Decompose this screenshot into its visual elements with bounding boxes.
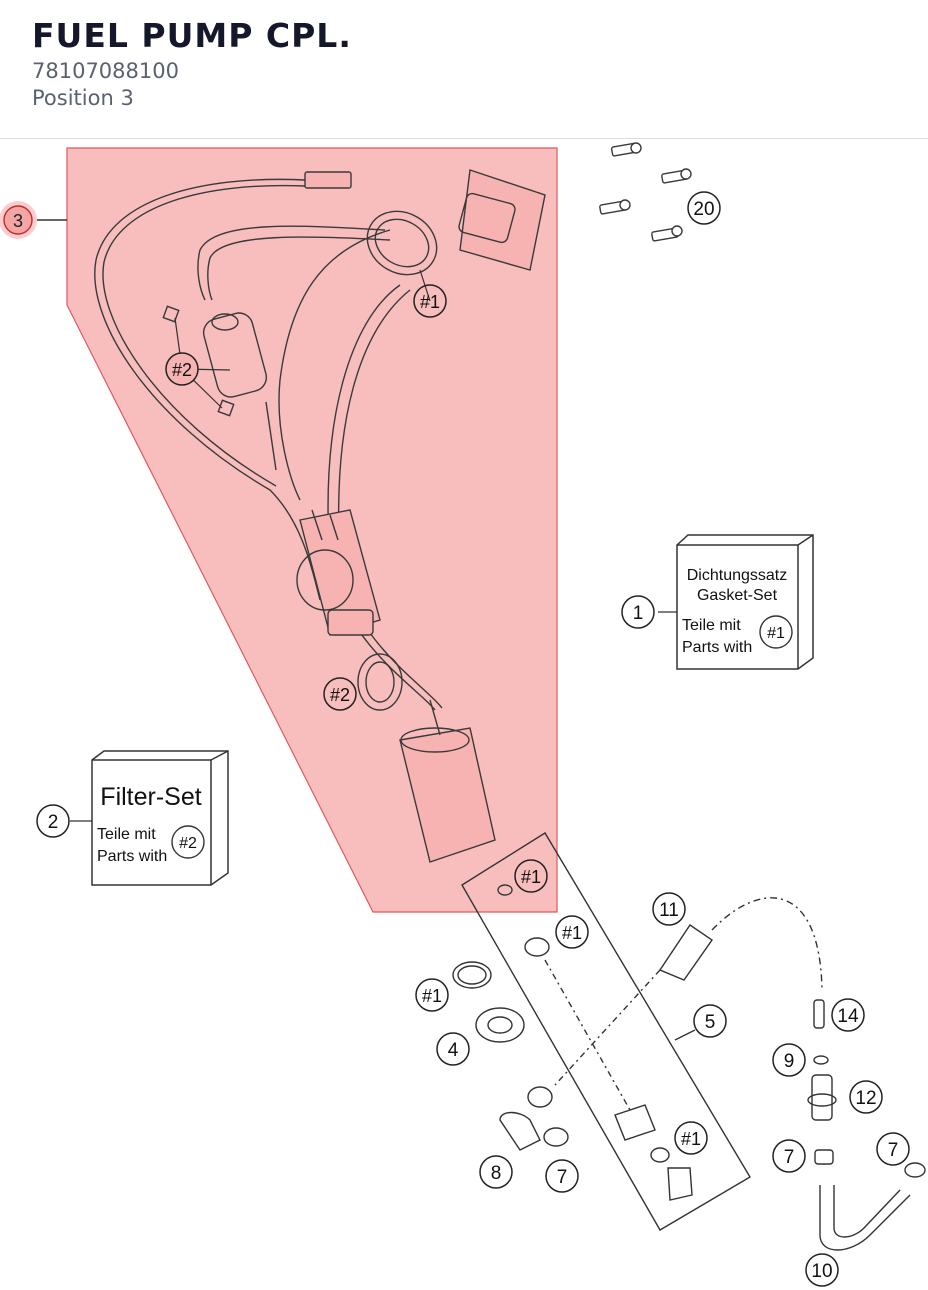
callout-h1-bracket[interactable]: #1 — [555, 915, 589, 949]
callout-h1-lower[interactable]: #1 — [514, 859, 548, 893]
svg-text:20: 20 — [693, 199, 714, 220]
callout-h1-seal[interactable]: #1 — [413, 284, 447, 318]
svg-text:10: 10 — [811, 1261, 832, 1282]
svg-text:#2: #2 — [330, 685, 350, 705]
callout-h2-filter[interactable]: #2 — [165, 352, 199, 386]
callout-3-highlighted[interactable]: 3 — [0, 201, 37, 239]
callout-2[interactable]: 2 — [36, 804, 70, 838]
callout-14[interactable]: 14 — [831, 998, 865, 1032]
svg-text:7: 7 — [888, 1140, 899, 1161]
svg-text:11: 11 — [659, 900, 679, 921]
svg-text:5: 5 — [705, 1012, 716, 1033]
svg-text:#2: #2 — [172, 360, 192, 380]
page-title: FUEL PUMP CPL. — [32, 16, 352, 55]
filter-box-ref: #2 — [179, 835, 197, 852]
svg-text:#1: #1 — [681, 1129, 701, 1149]
gasket-set-box[interactable]: Dichtungssatz Gasket-Set Teile mit Parts… — [676, 534, 814, 670]
gasket-box-line3: Teile mit — [682, 617, 741, 634]
bolts-drawing — [599, 142, 692, 242]
svg-text:4: 4 — [448, 1040, 459, 1061]
callout-9[interactable]: 9 — [772, 1043, 806, 1077]
svg-text:#1: #1 — [562, 923, 582, 943]
svg-text:8: 8 — [491, 1163, 502, 1184]
filter-set-box[interactable]: Filter-Set Teile mit Parts with #2 — [91, 750, 229, 886]
part-number: 78107088100 — [32, 59, 179, 83]
svg-text:14: 14 — [837, 1006, 859, 1027]
right-parts-drawing — [554, 897, 926, 1251]
gasket-box-ref: #1 — [767, 625, 785, 642]
gasket-box-line2: Gasket-Set — [697, 587, 778, 604]
callout-7-left[interactable]: 7 — [545, 1159, 579, 1193]
callout-h1-ring[interactable]: #1 — [415, 978, 449, 1012]
svg-text:3: 3 — [13, 211, 23, 231]
callout-h1-fitting[interactable]: #1 — [674, 1121, 708, 1155]
callout-12[interactable]: 12 — [849, 1080, 883, 1114]
svg-text:#1: #1 — [420, 292, 440, 312]
bracket-panel-drawing — [461, 832, 751, 1231]
filter-box-line2: Teile mit — [97, 826, 156, 843]
lower-left-parts-drawing — [452, 961, 569, 1151]
callout-1[interactable]: 1 — [621, 595, 655, 629]
gasket-box-line4: Parts with — [682, 639, 752, 656]
svg-text:1: 1 — [633, 603, 644, 624]
callout-balloons: 20 #1 #2 #2 #1 #1 #1 4 11 5 14 9 12 7 7 … — [36, 191, 910, 1287]
callout-20[interactable]: 20 — [687, 191, 721, 225]
svg-text:9: 9 — [784, 1051, 795, 1072]
callout-5[interactable]: 5 — [693, 1004, 727, 1038]
svg-text:12: 12 — [855, 1088, 876, 1109]
filter-box-line1: Filter-Set — [100, 783, 201, 811]
callout-4[interactable]: 4 — [436, 1032, 470, 1066]
svg-text:#1: #1 — [521, 867, 541, 887]
page-header: FUEL PUMP CPL. 78107088100 Position 3 — [0, 0, 928, 139]
callout-10[interactable]: 10 — [805, 1253, 839, 1287]
svg-text:#1: #1 — [422, 986, 442, 1006]
callout-h2-strainer[interactable]: #2 — [323, 677, 357, 711]
fuel-pump-parts-drawing — [94, 169, 546, 896]
callout-8[interactable]: 8 — [479, 1155, 513, 1189]
callout-11[interactable]: 11 — [652, 892, 686, 926]
svg-text:7: 7 — [784, 1147, 795, 1168]
position-label: Position 3 — [32, 86, 134, 110]
svg-text:2: 2 — [48, 812, 59, 833]
svg-text:7: 7 — [557, 1167, 568, 1188]
callout-7-mid[interactable]: 7 — [772, 1139, 806, 1173]
filter-box-line3: Parts with — [97, 848, 167, 865]
gasket-box-line1: Dichtungssatz — [687, 567, 788, 584]
callout-7-right[interactable]: 7 — [876, 1132, 910, 1166]
